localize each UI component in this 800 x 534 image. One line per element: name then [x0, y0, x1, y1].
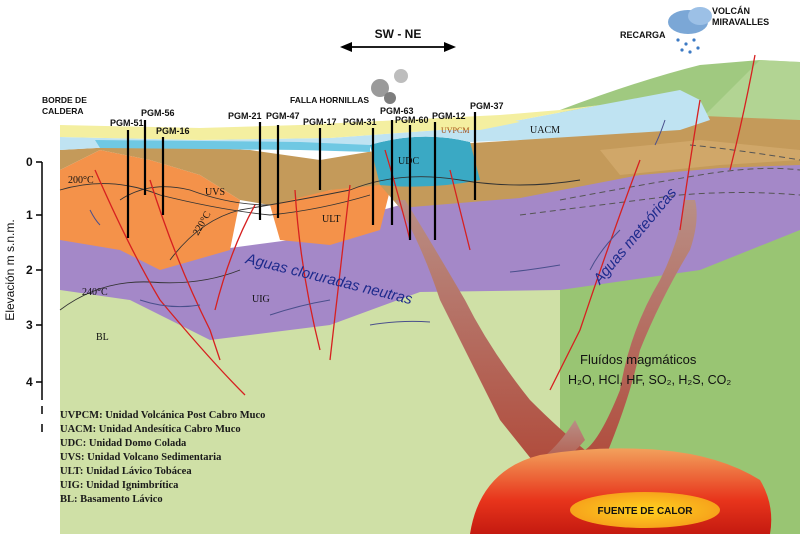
fault-4: [294, 189, 321, 351]
magmatic-fluids-title: Fluídos magmáticos: [580, 352, 697, 367]
caldera-label-2: CALDERA: [42, 106, 84, 116]
legend-item-uig: UIG: Unidad Ignimbrítica: [60, 480, 179, 491]
udc-layer: [370, 136, 480, 187]
fault-6: [449, 169, 471, 251]
dashed-contact-1: [559, 167, 800, 201]
recharge-label: RECARGA: [620, 30, 666, 40]
well-label-pgm-17: PGM-17: [303, 117, 337, 127]
unit-label-uig: UIG: [252, 294, 270, 305]
uvpcm-layer: [60, 105, 600, 140]
unit-label-ult: ULT: [322, 214, 341, 225]
unit-label-udc: UDC: [398, 156, 419, 167]
caldera-label-1: BORDE DE: [42, 95, 87, 105]
y-tick-label-3: 3: [26, 318, 33, 332]
direction-indicator: [340, 42, 456, 52]
flow-arrow-2: [269, 299, 331, 316]
flow-arrow-7: [89, 209, 101, 226]
isotherm-label-200: 200°C: [68, 175, 94, 186]
unit-label-bl: BL: [96, 332, 109, 343]
isotherm-label-240: 240°C: [82, 287, 108, 298]
isotherm-220: [169, 176, 581, 261]
unit-label-uacm: UACM: [530, 125, 560, 136]
well-label-pgm-51: PGM-51: [110, 118, 144, 128]
well-label-pgm-31: PGM-31: [343, 117, 377, 127]
legend-item-uvpcm: UVPCM: Unidad Volcánica Post Cabro Muco: [60, 410, 265, 421]
fault-3: [214, 204, 256, 311]
well-label-pgm-56: PGM-56: [141, 108, 175, 118]
flow-arrow-1: [139, 299, 201, 308]
direction-label: SW - NE: [375, 27, 422, 41]
fault-label: FALLA HORNILLAS: [290, 95, 369, 105]
well-label-pgm-60: PGM-60: [395, 115, 429, 125]
uvs-strip: [600, 140, 800, 175]
fault-hornillas: [384, 149, 411, 241]
steam-cloud-3: [384, 92, 396, 104]
heat-core: [570, 492, 720, 528]
magma-plume: [395, 200, 697, 470]
well-label-pgm-63: PGM-63: [380, 106, 414, 116]
volcano-label-2: MIRAVALLES: [712, 17, 769, 27]
flow-arrow-6: [654, 119, 666, 146]
rain-cloud-2: [688, 7, 712, 25]
flow-arrow-3: [369, 320, 431, 326]
y-axis-label: Elevación m s.n.m.: [3, 219, 17, 320]
dashed-contact-2: [519, 192, 800, 216]
legend-item-uvs: UVS: Unidad Volcano Sedimentaria: [60, 452, 222, 463]
fault-9: [729, 54, 756, 171]
y-tick-label-2: 2: [26, 263, 33, 277]
dashed-contact-3: [689, 144, 800, 161]
y-tick-label-0: 0: [26, 155, 33, 169]
legend-item-uacm: UACM: Unidad Andesítica Cabro Muco: [60, 424, 241, 435]
legend-item-bl: BL: Basamento Lávico: [60, 494, 163, 505]
heat-source-label: FUENTE DE CALOR: [598, 506, 694, 517]
y-tick-label-4: 4: [26, 375, 33, 389]
isotherm-200: [59, 183, 371, 216]
fault-5: [329, 184, 351, 361]
well-label-pgm-47: PGM-47: [266, 111, 300, 121]
legend-item-udc: UDC: Unidad Domo Colada: [60, 438, 187, 449]
y-tick-label-1: 1: [26, 208, 33, 222]
well-label-pgm-12: PGM-12: [432, 111, 466, 121]
rain-drops-icon: [676, 38, 700, 54]
steam-cloud-2: [394, 69, 408, 83]
well-label-pgm-37: PGM-37: [470, 101, 504, 111]
fault-8: [679, 99, 701, 231]
well-label-pgm-16: PGM-16: [156, 126, 190, 136]
volcano-label-1: VOLCÁN: [712, 6, 750, 16]
unit-label-uvpcm: UVPCM: [441, 126, 469, 135]
steam-cloud-1: [371, 79, 389, 97]
magma-branch: [520, 420, 585, 476]
legend-item-ult: ULT: Unidad Lávico Tobácea: [60, 466, 192, 477]
magmatic-fluids-species: H₂O, HCl, HF, SO₂, H₂S, CO₂: [568, 373, 731, 387]
flow-arrow-4: [509, 264, 561, 273]
fault-2: [149, 179, 221, 361]
fault-1: [94, 169, 246, 396]
flow-arrow-5: [589, 229, 621, 271]
unit-label-uvs: UVS: [205, 187, 225, 198]
isotherm-inner: [119, 186, 271, 206]
well-label-pgm-21: PGM-21: [228, 111, 262, 121]
uacm-layer: [60, 90, 710, 150]
ult-layer: [60, 150, 240, 270]
fault-7: [549, 159, 641, 391]
